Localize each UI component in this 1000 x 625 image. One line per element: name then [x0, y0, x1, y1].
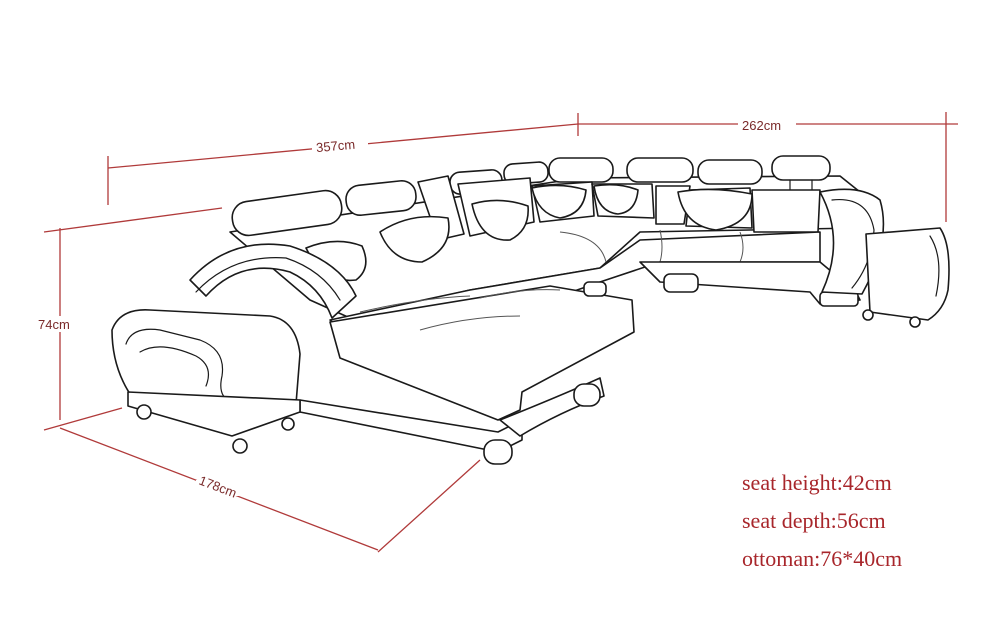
seat-depth-spec: seat depth:56cm	[742, 508, 886, 533]
ottoman-spec: ottoman:76*40cm	[742, 546, 903, 571]
depth-chaise-label: 178cm	[197, 473, 239, 501]
length-total-label: 357cm	[315, 137, 355, 155]
length-right-label: 262cm	[742, 118, 781, 133]
height-label: 74cm	[38, 317, 70, 332]
seat-height-spec: seat height:42cm	[742, 470, 892, 495]
sofa-drawing	[111, 155, 950, 465]
